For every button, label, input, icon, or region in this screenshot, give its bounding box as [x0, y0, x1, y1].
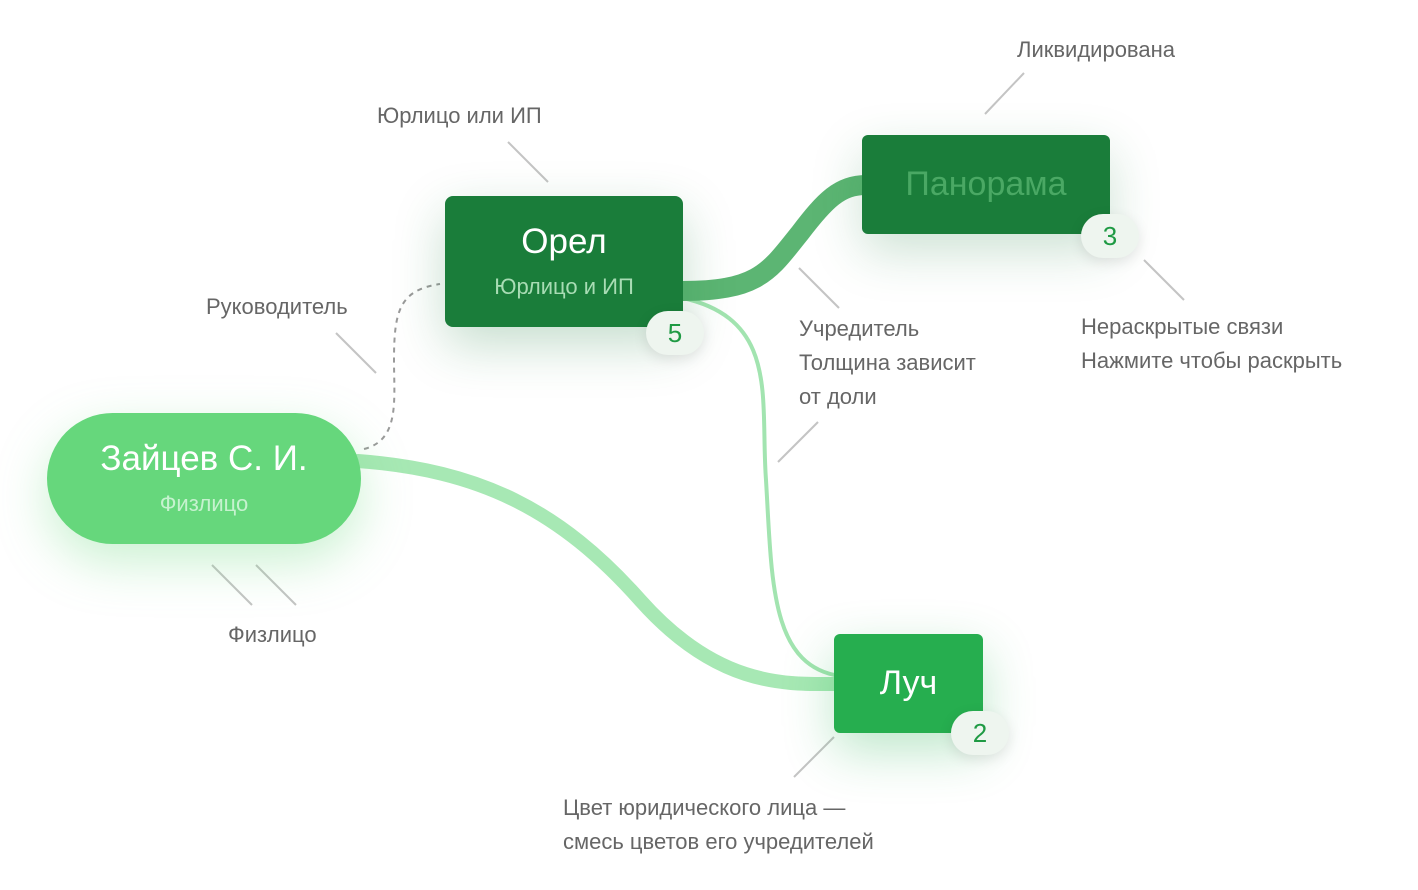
leader-entity-color: [793, 736, 835, 778]
link-orel-to-panorama: [682, 175, 867, 301]
node-orel-title: Орел: [521, 222, 607, 262]
node-orel-subtitle: Юрлицо и ИП: [494, 273, 634, 299]
callout-entity-color: Цвет юридического лица — смесь цветов ег…: [563, 791, 874, 859]
callout-entity-color-line-2: смесь цветов его учредителей: [563, 829, 874, 854]
leader-legal-entity: [507, 141, 549, 183]
callout-entity-color-line-1: Цвет юридического лица —: [563, 795, 846, 820]
callout-manager: Руководитель: [206, 294, 348, 319]
leader-person-b: [255, 564, 297, 606]
node-company-panorama[interactable]: Панорама: [862, 135, 1110, 234]
leader-liquidated: [984, 72, 1025, 115]
node-person-title: Зайцев С. И.: [100, 439, 308, 479]
leader-unrevealed: [1143, 259, 1185, 301]
expand-badge-panorama[interactable]: 3: [1081, 214, 1139, 258]
callout-legal-entity: Юрлицо или ИП: [377, 103, 542, 128]
expand-badge-orel[interactable]: 5: [646, 311, 704, 355]
callout-founder-line-2: Толщина зависит: [799, 350, 976, 375]
callout-leader-lines: [211, 72, 1185, 778]
callout-unrevealed-line-1: Нераскрытые связи: [1081, 314, 1284, 339]
callout-unrevealed-line-2: Нажмите чтобы раскрыть: [1081, 348, 1343, 373]
leader-founder-bottom: [777, 421, 819, 463]
leader-manager: [335, 332, 377, 374]
expand-badge-luch[interactable]: 2: [951, 711, 1009, 755]
callout-founder-line-3: от доли: [799, 384, 877, 409]
callout-unrevealed-links: Нераскрытые связи Нажмите чтобы раскрыть: [1081, 310, 1342, 378]
node-panorama-title: Панорама: [905, 164, 1067, 203]
node-luch-title: Луч: [879, 663, 938, 702]
node-person-subtitle: Физлицо: [159, 490, 249, 516]
link-person-to-luch: [351, 454, 847, 692]
link-manager-dashed: [363, 283, 441, 450]
callout-liquidated: Ликвидирована: [1017, 37, 1175, 62]
node-company-orel[interactable]: Орел Юрлицо и ИП: [445, 196, 683, 327]
node-person-zaitsev[interactable]: Зайцев С. И. Физлицо: [47, 413, 361, 544]
callout-founder: Учредитель Толщина зависит от доли: [799, 312, 976, 414]
leader-founder-top: [798, 267, 840, 309]
callout-founder-line-1: Учредитель: [799, 316, 920, 341]
callout-person: Физлицо: [228, 622, 317, 647]
link-orel-to-luch: [681, 296, 842, 678]
leader-person-a: [211, 564, 253, 606]
